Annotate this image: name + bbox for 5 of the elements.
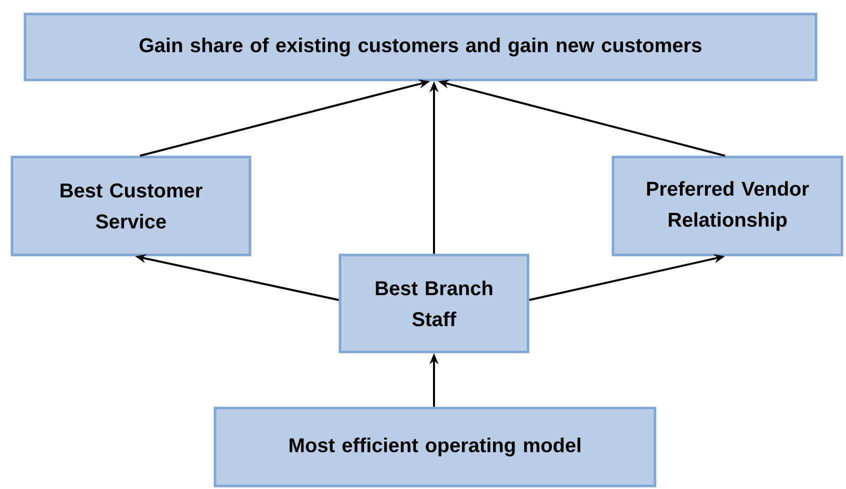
text-box: Gain share of existing customers and gain new customers bbox=[24, 12, 818, 82]
text-box: Best Customer Service bbox=[10, 156, 252, 256]
text-box: Best Branch Staff bbox=[338, 254, 530, 354]
text-box: Preferred Vendor Relationship bbox=[612, 156, 844, 256]
text-box: Most efficient operating model bbox=[214, 406, 656, 488]
